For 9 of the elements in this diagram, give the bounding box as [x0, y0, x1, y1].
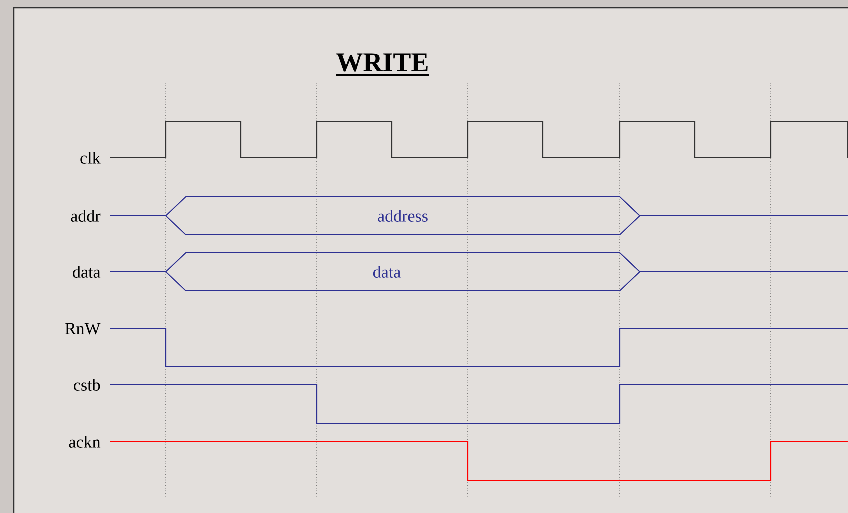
signal-label: RnW — [65, 323, 101, 335]
title: WRITE — [336, 54, 428, 72]
signal-label: clk — [80, 152, 101, 164]
signal-label: ackn — [69, 436, 101, 448]
signal-label: data — [73, 266, 101, 278]
signal-label: cstb — [74, 379, 100, 391]
signal-label: addr — [71, 210, 101, 222]
bus-value-label: address — [378, 210, 428, 222]
bus-value-label: data — [373, 266, 401, 278]
